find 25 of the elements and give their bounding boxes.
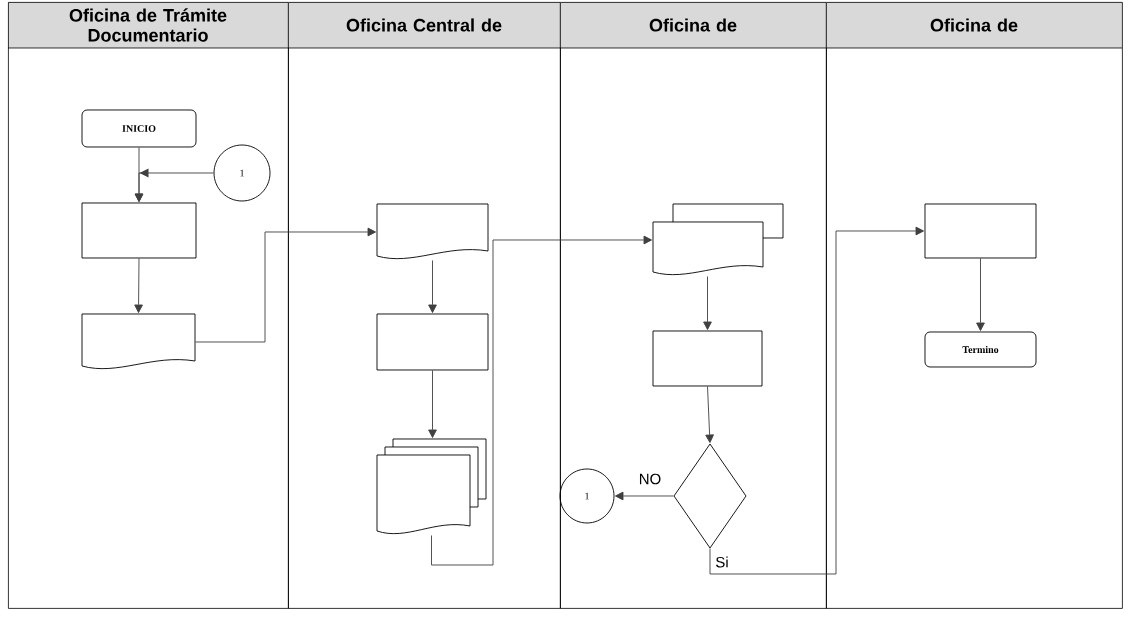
- terminal-box: Termino: [924, 331, 1037, 368]
- edge-label: Si: [714, 555, 730, 569]
- terminal-box: INICIO: [81, 109, 197, 148]
- arrow: [705, 386, 714, 443]
- arrow: [428, 260, 437, 313]
- document-shape: [376, 203, 489, 260]
- edge-label: NO: [637, 472, 663, 486]
- process-box: [376, 313, 489, 371]
- arrow: [709, 226, 924, 575]
- decision-diamond: [673, 443, 747, 549]
- process-box: [652, 330, 763, 387]
- arrow: [134, 258, 143, 313]
- arrow: [703, 276, 712, 330]
- swimlane: Oficina Central de: [287, 2, 561, 609]
- arrow: [976, 258, 985, 331]
- arrow: [134, 168, 214, 202]
- arrow: [431, 235, 652, 566]
- process-box: [81, 202, 197, 259]
- process-box: [924, 203, 1037, 259]
- arrow: [615, 491, 674, 501]
- multi-document-shape: [652, 203, 784, 276]
- arrow: [195, 227, 376, 343]
- document-shape: [81, 313, 196, 370]
- multi-document-shape: [376, 438, 487, 535]
- arrow: [428, 370, 437, 438]
